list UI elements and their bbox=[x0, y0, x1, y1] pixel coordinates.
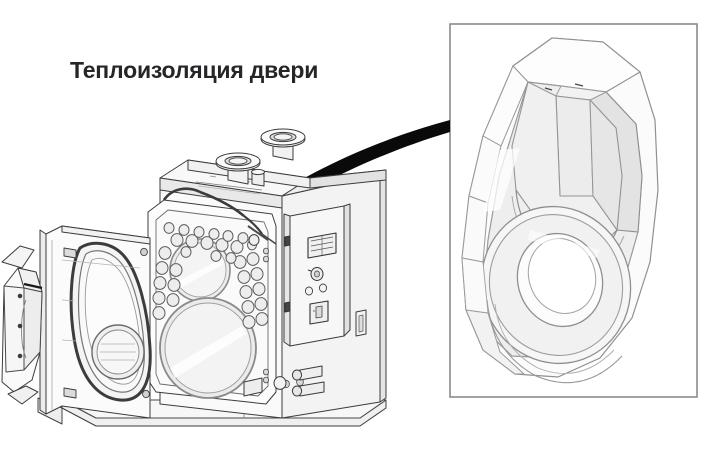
power-socket bbox=[309, 300, 329, 325]
indicator-light-2 bbox=[318, 283, 328, 293]
control-panel bbox=[283, 203, 351, 347]
flanged-pipe-connection-right bbox=[260, 128, 306, 161]
leader-line bbox=[118, 120, 450, 336]
hinged-front-door bbox=[39, 225, 152, 419]
page-title: Теплоизоляция двери bbox=[70, 57, 319, 83]
flanged-pipe-connection-left bbox=[215, 152, 261, 185]
lcd-display bbox=[307, 232, 337, 259]
flue-tube-sheet bbox=[147, 199, 304, 405]
callout-box bbox=[449, 23, 698, 398]
burner-mounting-bracket bbox=[1, 245, 43, 405]
indicator-light-1 bbox=[304, 286, 314, 296]
boiler-assembly bbox=[1, 128, 387, 427]
connecting-pipes bbox=[162, 187, 277, 246]
control-knob bbox=[307, 267, 324, 281]
lower-fittings bbox=[243, 309, 367, 397]
small-standpipe bbox=[251, 168, 265, 187]
door-insulation-ring-3d-view bbox=[461, 37, 659, 384]
